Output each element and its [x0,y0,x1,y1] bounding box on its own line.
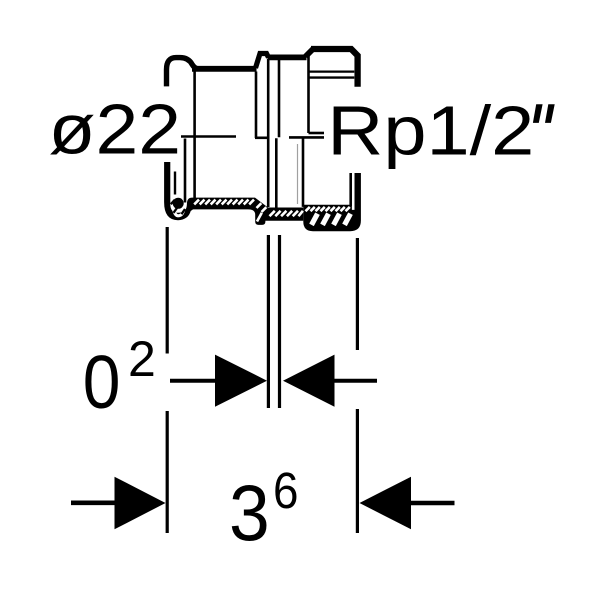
svg-text:3: 3 [229,469,270,557]
svg-text:Rp1/2: Rp1/2 [327,92,534,170]
svg-text:ø22: ø22 [49,89,182,168]
svg-text:0: 0 [83,340,121,424]
svg-text:2: 2 [128,331,156,387]
svg-text:6: 6 [273,462,299,519]
